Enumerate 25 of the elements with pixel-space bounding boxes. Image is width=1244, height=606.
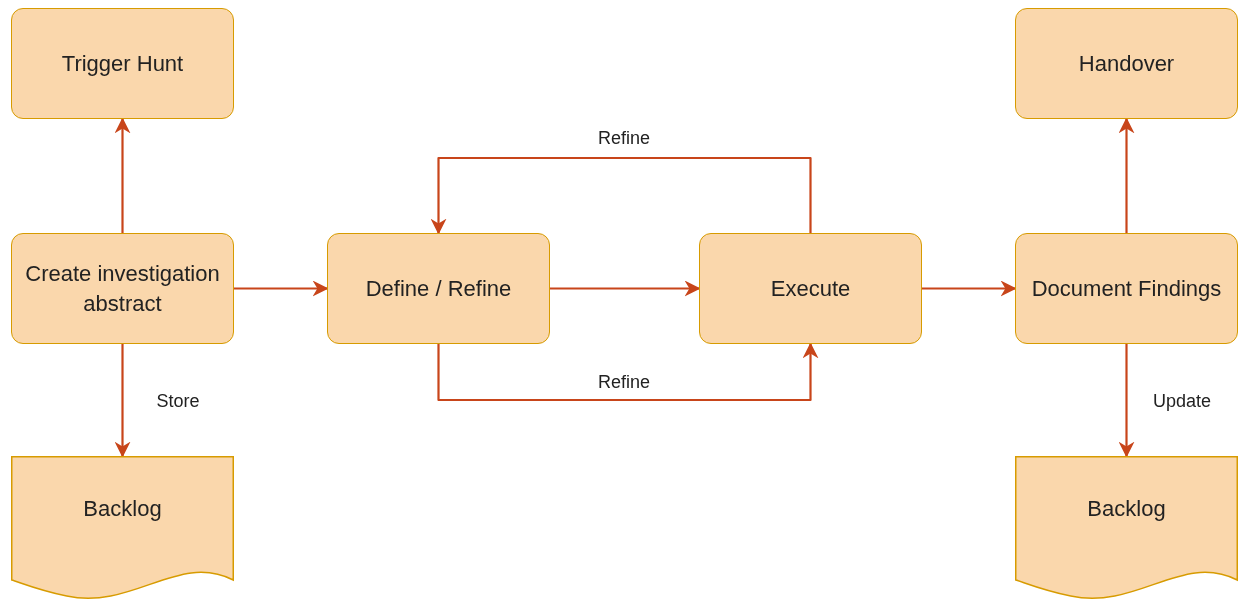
arrow <box>234 280 329 297</box>
arrow <box>114 117 131 233</box>
process-box <box>11 233 234 344</box>
node-label: Backlog <box>1086 495 1167 523</box>
arrow <box>1118 344 1135 458</box>
arrow <box>1118 117 1135 233</box>
node-label: Handover <box>1077 49 1176 78</box>
node-label: Document Findings <box>1030 274 1223 303</box>
process-box <box>327 233 550 344</box>
document-shape <box>1015 456 1238 602</box>
node-label: Create investigation abstract <box>24 259 221 318</box>
process-box <box>699 233 922 344</box>
arrow <box>550 280 701 297</box>
document-shape <box>11 456 234 602</box>
arrow <box>430 156 812 235</box>
arrow <box>922 280 1017 297</box>
process-box <box>1015 8 1238 119</box>
arrow <box>437 342 819 402</box>
node-label: Define / Refine <box>364 274 513 303</box>
node-label: Execute <box>769 274 852 303</box>
node-label: Backlog <box>82 495 163 523</box>
process-box <box>1015 233 1238 344</box>
process-box <box>11 8 234 119</box>
arrow <box>114 344 131 458</box>
node-label: Trigger Hunt <box>60 49 185 78</box>
